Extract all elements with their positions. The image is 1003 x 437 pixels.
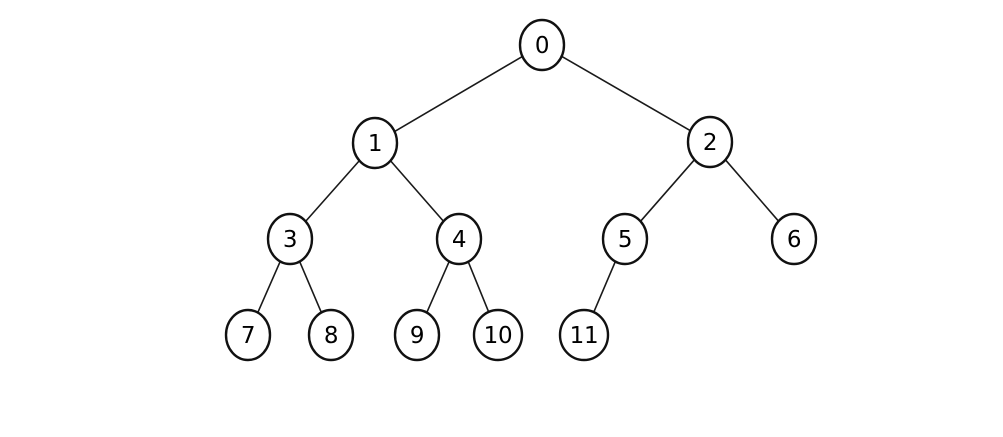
node-label-8: 8 <box>324 323 338 349</box>
tree-node-3[interactable]: 3 <box>266 212 314 266</box>
node-label-10: 10 <box>484 323 513 349</box>
tree-node-6[interactable]: 6 <box>770 212 818 266</box>
tree-node-0[interactable]: 0 <box>518 18 566 72</box>
node-label-1: 1 <box>368 131 382 157</box>
node-label-7: 7 <box>241 323 255 349</box>
tree-edge-1-3 <box>304 159 361 223</box>
tree-edge-4-10 <box>467 260 490 313</box>
node-circle-10 <box>472 308 524 362</box>
node-circle-8 <box>307 308 355 362</box>
nodes-layer: 0 1 2 3 4 5 6 7 8 9 10 11 <box>224 18 818 362</box>
node-circle-5 <box>601 212 649 266</box>
node-circle-6 <box>770 212 818 266</box>
node-circle-4 <box>435 212 483 266</box>
node-circle-0 <box>518 18 566 72</box>
tree-edge-5-11 <box>592 260 617 313</box>
tree-node-1[interactable]: 1 <box>351 116 399 170</box>
tree-node-5[interactable]: 5 <box>601 212 649 266</box>
node-circle-7 <box>224 308 272 362</box>
tree-edge-4-9 <box>425 260 451 314</box>
node-label-6: 6 <box>787 227 801 253</box>
node-label-11: 11 <box>570 323 599 349</box>
edges-layer <box>256 55 780 314</box>
node-circle-2 <box>686 115 734 169</box>
tree-edge-1-4 <box>389 159 445 223</box>
node-circle-1 <box>351 116 399 170</box>
tree-node-4[interactable]: 4 <box>435 212 483 266</box>
node-circle-9 <box>393 308 441 362</box>
tree-node-11[interactable]: 11 <box>558 308 610 362</box>
node-label-5: 5 <box>618 227 632 253</box>
node-label-0: 0 <box>535 33 549 59</box>
tree-node-9[interactable]: 9 <box>393 308 441 362</box>
node-circle-11 <box>558 308 610 362</box>
node-circle-3 <box>266 212 314 266</box>
tree-edge-2-5 <box>639 158 696 223</box>
tree-node-10[interactable]: 10 <box>472 308 524 362</box>
tree-edge-3-7 <box>256 260 282 314</box>
node-label-9: 9 <box>410 323 424 349</box>
tree-edge-2-6 <box>724 159 780 222</box>
tree-edge-0-2 <box>560 55 692 132</box>
tree-edge-3-8 <box>298 260 323 314</box>
node-label-2: 2 <box>703 130 717 156</box>
tree-node-8[interactable]: 8 <box>307 308 355 362</box>
node-label-3: 3 <box>283 227 297 253</box>
tree-edge-0-1 <box>393 55 524 133</box>
tree-node-7[interactable]: 7 <box>224 308 272 362</box>
tree-node-2[interactable]: 2 <box>686 115 734 169</box>
node-label-4: 4 <box>452 227 466 253</box>
